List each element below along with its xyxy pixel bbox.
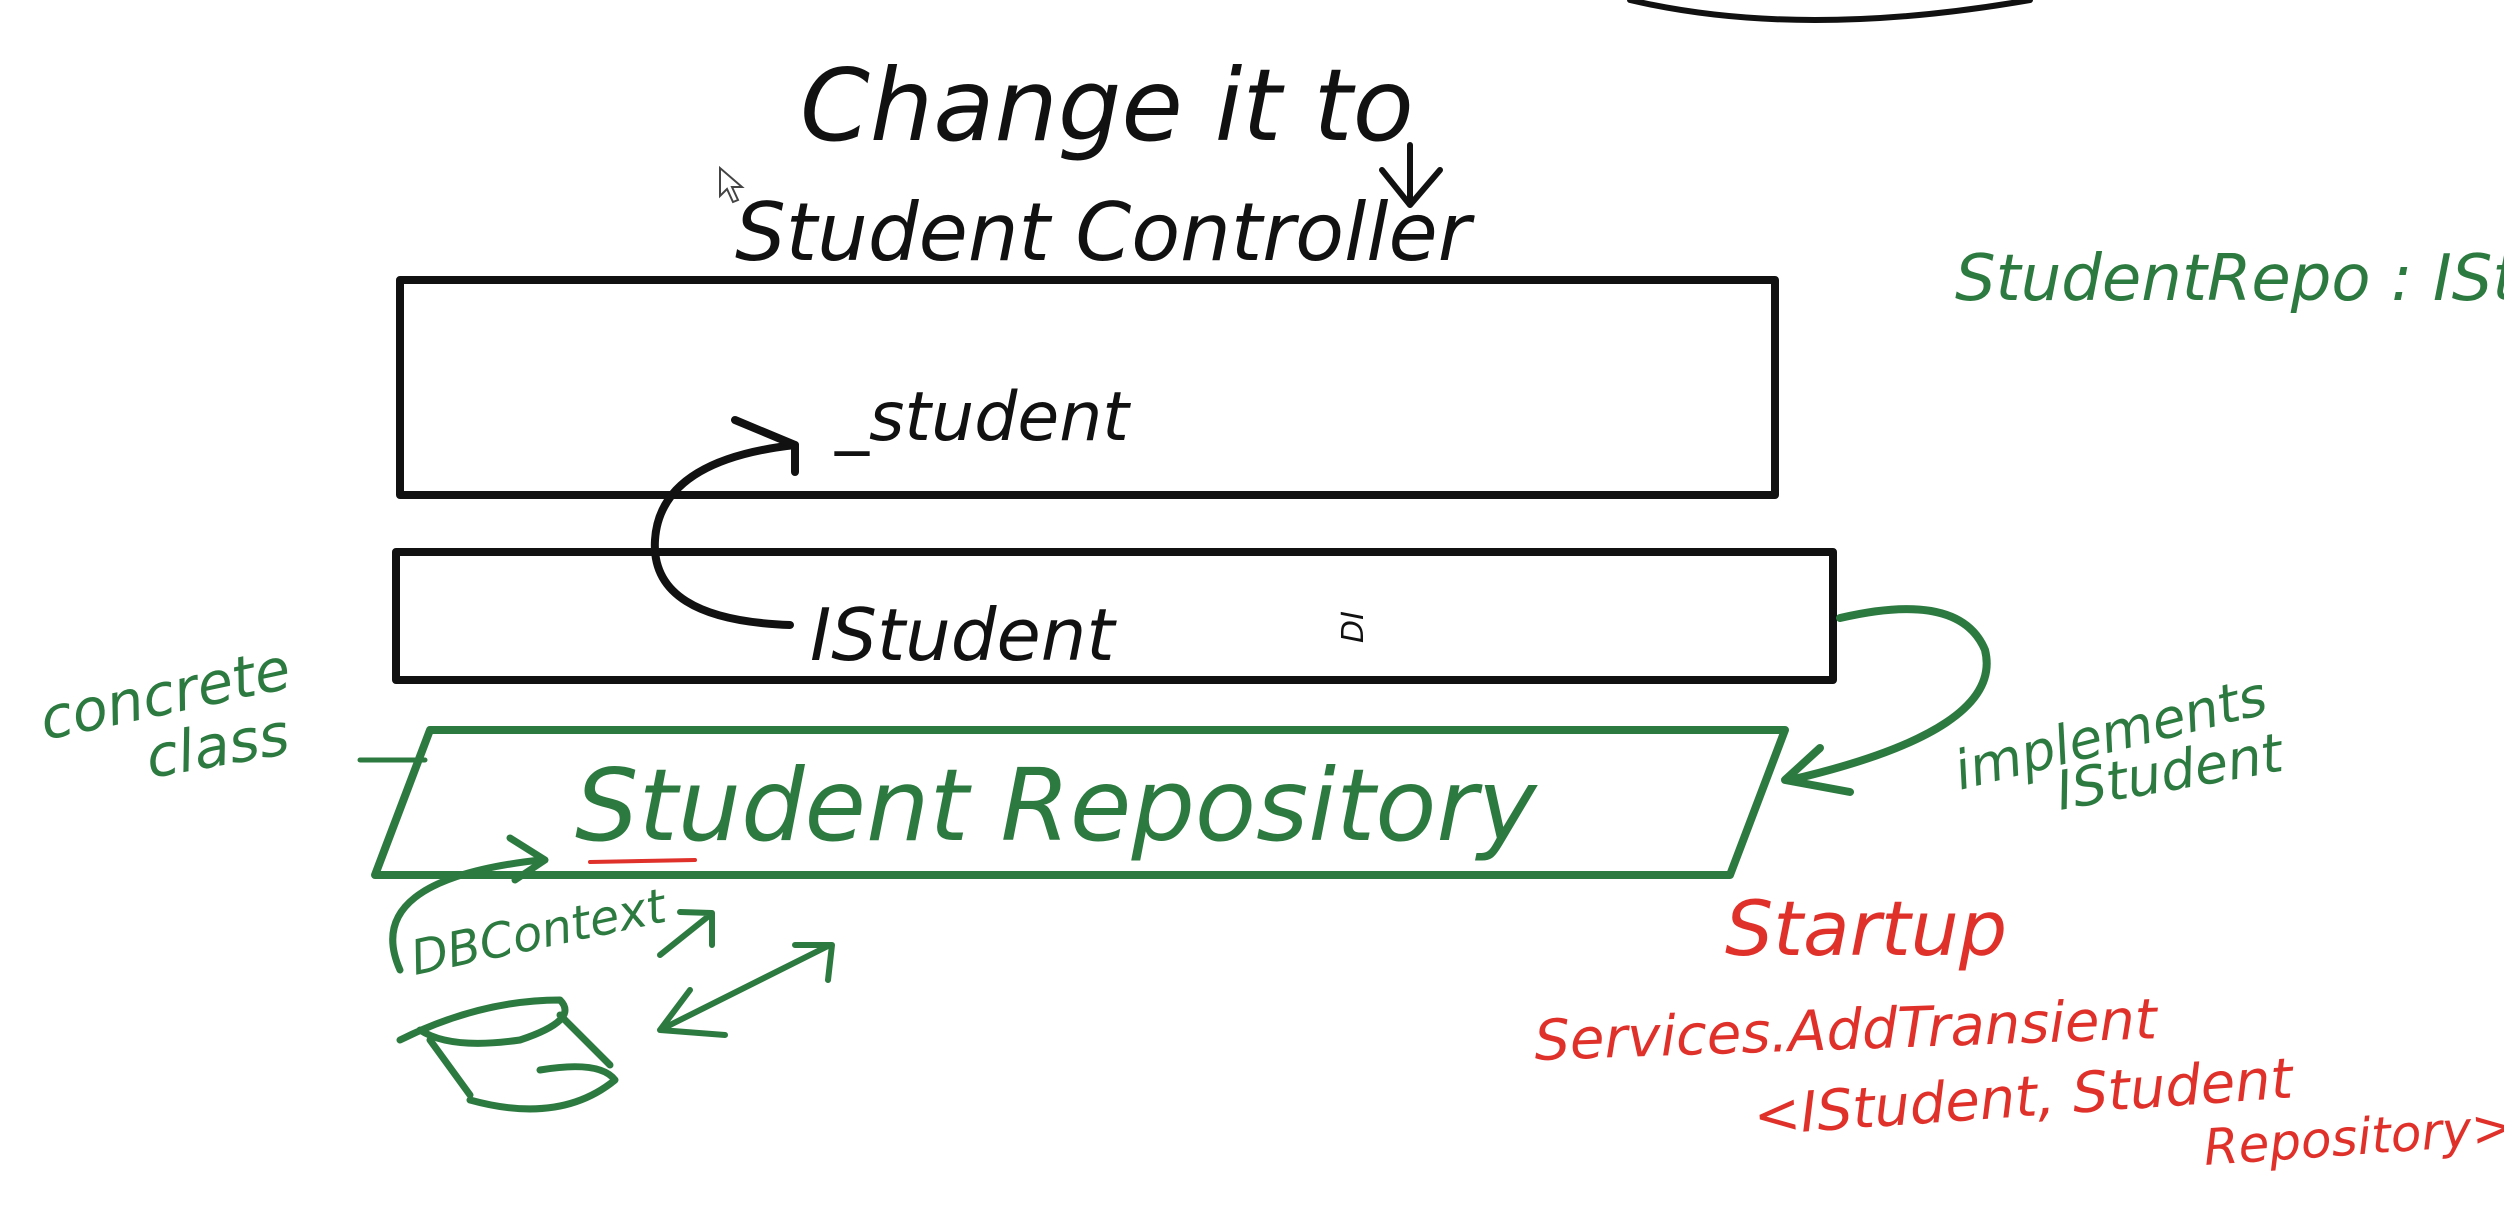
db-curved-arrow (389, 856, 544, 974)
change-it-to-text: Change it to (800, 47, 1414, 164)
interface-box (392, 548, 1837, 684)
repository-label: Student Repository (575, 747, 1538, 864)
implements-arrow-head (1781, 744, 1854, 796)
controller-field-label: _student (834, 378, 1131, 457)
up-arrow-small (657, 909, 715, 958)
red-underline (588, 858, 697, 864)
startup-title: Startup (1725, 884, 2007, 973)
dbcontext-label: DBContext (406, 878, 673, 987)
repository-box (371, 726, 1789, 879)
injection-arrow-head (731, 416, 799, 476)
startup-line1: Services.AddTransient (1533, 987, 2160, 1074)
database-cylinder-icon (396, 996, 619, 1113)
di-mark: DI (1336, 611, 1371, 643)
bidirectional-arrow (657, 942, 835, 1038)
student-controller-text: Student Controller (735, 186, 1476, 279)
injection-arrow (650, 441, 799, 629)
down-arrow (1379, 142, 1443, 208)
mouse-pointer-icon (719, 165, 745, 204)
implements-arrow (1786, 605, 1991, 784)
studentrepo-note: StudentRepo : IStu (1955, 242, 2504, 316)
db-curved-arrow-head (506, 834, 549, 884)
interface-label: IStudent (810, 593, 1117, 677)
top-ellipse-arc (1627, 0, 2033, 23)
controller-box (396, 276, 1779, 499)
